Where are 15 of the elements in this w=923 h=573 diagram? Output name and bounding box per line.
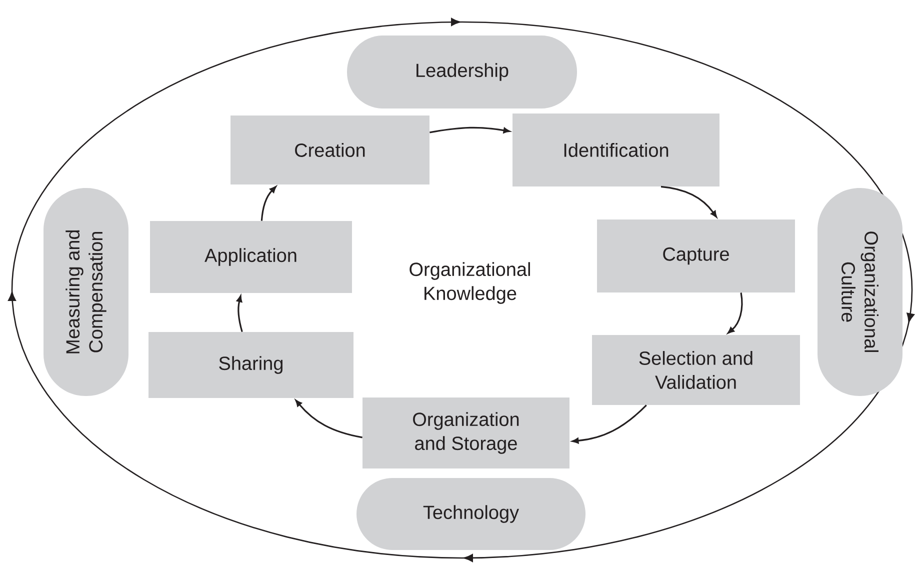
arrow (295, 400, 362, 438)
arrow (236, 296, 243, 332)
process-box: Capture (597, 220, 795, 292)
process-box: Selection and Validation (592, 335, 800, 405)
arrow (572, 404, 647, 444)
process-box: Application (150, 221, 352, 293)
arrow (430, 126, 510, 134)
process-box: Identification (512, 114, 720, 186)
process-box: Sharing (148, 332, 354, 398)
arrow (660, 186, 717, 218)
process-box: Organization and Storage (362, 398, 570, 468)
process-box: Creation (230, 116, 430, 184)
center-label: Organizational Knowledge (410, 262, 530, 304)
arrow (728, 292, 743, 334)
arrow (260, 186, 276, 221)
